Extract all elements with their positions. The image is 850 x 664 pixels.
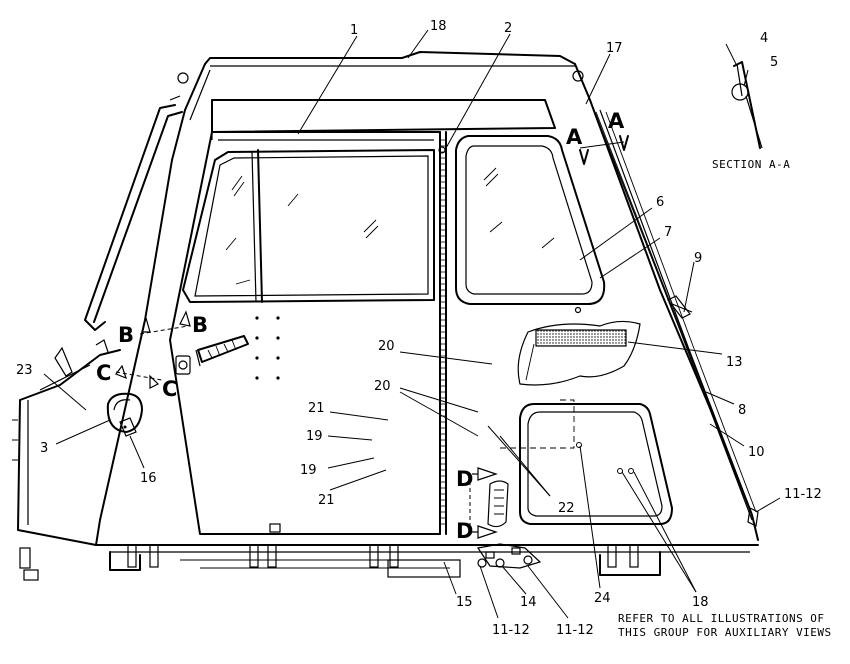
callout-10: 10 (748, 445, 765, 460)
callout-numbers: 1 2 3 4 5 6 7 8 9 10 11-12 11-12 11-12 1… (16, 19, 822, 638)
callout-17: 17 (606, 41, 623, 56)
section-a-caption: SECTION A-A (712, 158, 790, 171)
section-arrows (115, 135, 629, 539)
callout-18-bottom: 18 (692, 595, 709, 610)
grab-handle (84, 95, 183, 331)
hinge-post (439, 131, 447, 535)
access-panel (498, 399, 673, 525)
leader-lines (43, 29, 781, 619)
section-letter-c-left: C (96, 361, 111, 385)
callout-4: 4 (760, 31, 768, 46)
section-letter-a-right: A (608, 109, 625, 133)
callout-23: 23 (16, 363, 33, 378)
cab-body (19, 51, 759, 581)
callout-13: 13 (726, 355, 743, 370)
callout-22: 22 (558, 501, 575, 516)
callout-11-12-bottom-left: 11-12 (492, 623, 530, 638)
callout-21-lower: 21 (318, 493, 335, 508)
section-d-piece (487, 480, 509, 528)
section-letter-d-bottom: D (456, 519, 473, 543)
section-letter-c-right: C (162, 377, 177, 401)
callout-2: 2 (504, 21, 512, 36)
callout-21-upper: 21 (308, 401, 325, 416)
callout-20-lower: 20 (374, 379, 391, 394)
section-letter-b-left: B (118, 323, 134, 347)
callout-3: 3 (40, 441, 48, 456)
left-console (12, 339, 121, 546)
section-letters: A A B B C C D D (96, 109, 625, 543)
lock-assembly (106, 392, 143, 437)
callout-19-lower: 19 (300, 463, 317, 478)
note-line-1: REFER TO ALL ILLUSTRATIONS OF (618, 612, 825, 625)
callout-5: 5 (770, 55, 778, 70)
callout-16: 16 (140, 471, 157, 486)
side-window (438, 135, 606, 314)
callout-8: 8 (738, 403, 746, 418)
callout-1: 1 (350, 23, 358, 38)
callout-18-top: 18 (430, 19, 447, 34)
door-header (211, 99, 556, 140)
callout-11-12-right: 11-12 (784, 487, 822, 502)
callout-15: 15 (456, 595, 473, 610)
callout-14: 14 (520, 595, 537, 610)
callout-7: 7 (664, 225, 672, 240)
section-a-detail (731, 61, 763, 149)
cab-door (169, 131, 441, 535)
callout-6: 6 (656, 195, 664, 210)
insulation-cutaway (517, 320, 641, 386)
callout-19-upper: 19 (306, 429, 323, 444)
section-letter-d-top: D (456, 467, 473, 491)
section-letter-a-left: A (566, 125, 583, 149)
callout-9: 9 (694, 251, 702, 266)
callout-20-upper: 20 (378, 339, 395, 354)
note-line-2: THIS GROUP FOR AUXILIARY VIEWS (618, 626, 832, 639)
right-side-strips (599, 109, 759, 527)
callout-24: 24 (594, 591, 611, 606)
callout-11-12-bottom-right: 11-12 (556, 623, 594, 638)
section-letter-b-right: B (192, 313, 208, 337)
